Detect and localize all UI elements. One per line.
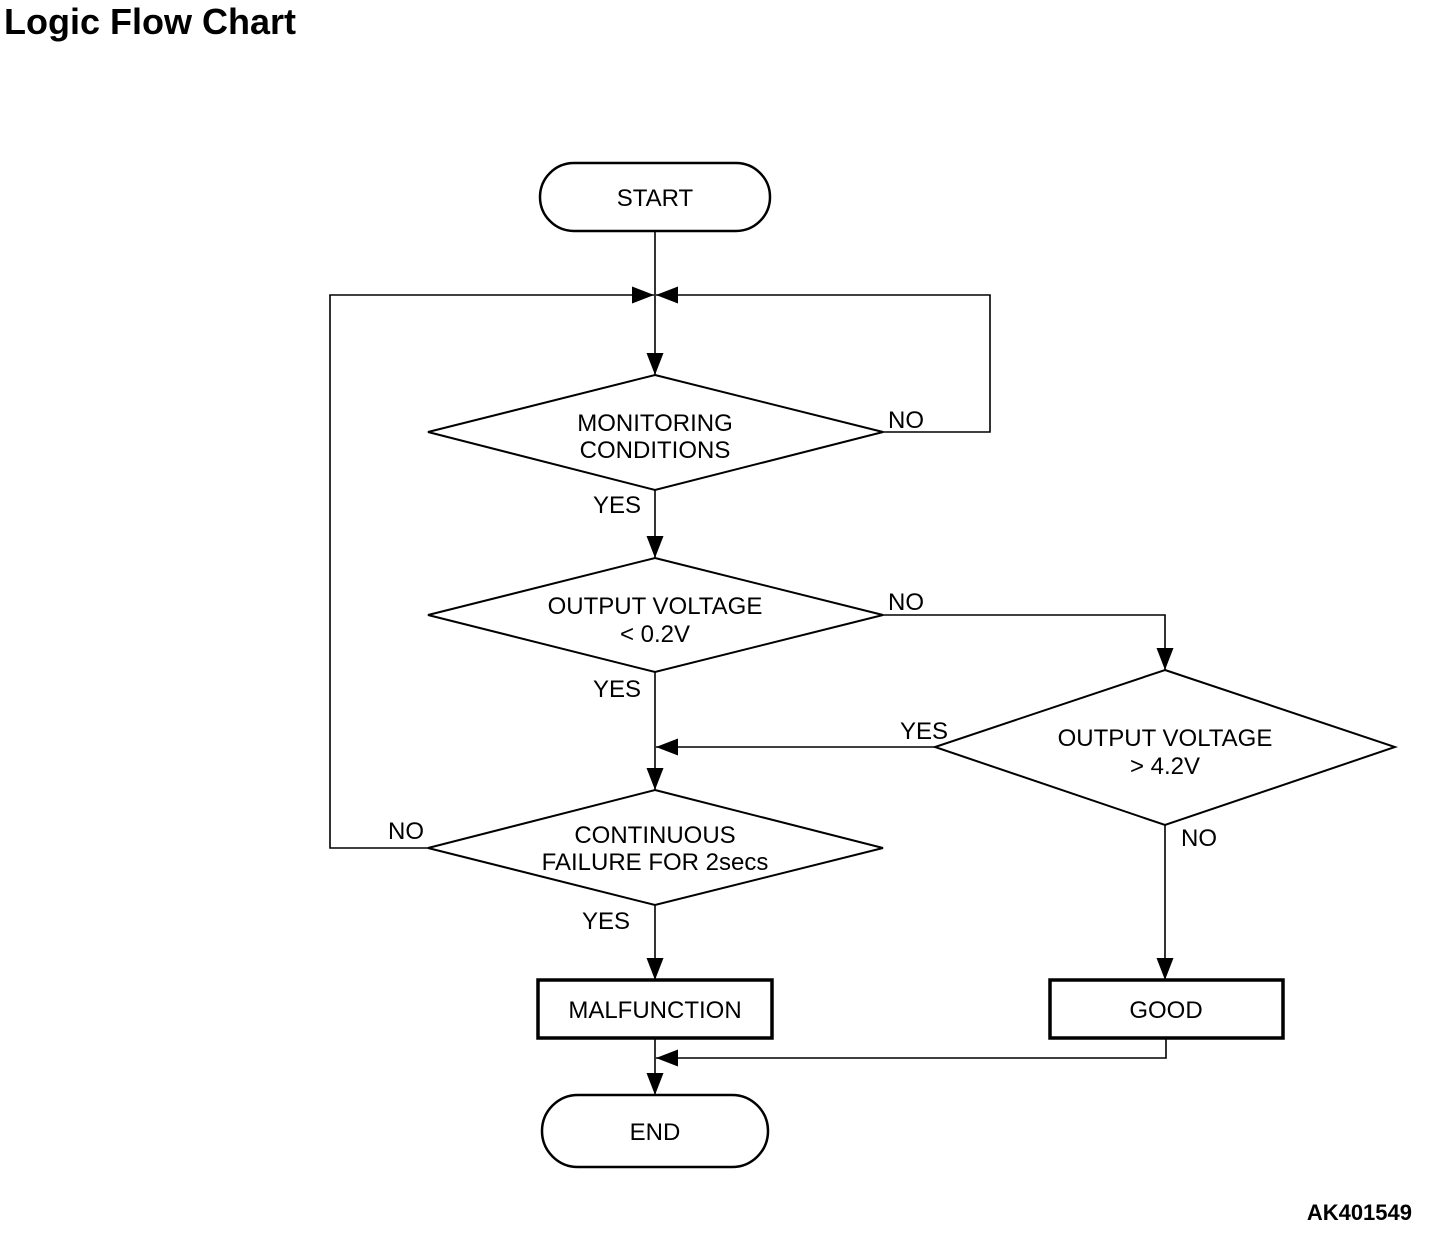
edge-label-output-low-no: NO xyxy=(888,589,924,616)
start-terminator-shape xyxy=(538,161,772,233)
output-low-decision-shape xyxy=(427,556,884,674)
continuous-failure-label-line2: FAILURE FOR 2secs xyxy=(542,849,769,876)
node-monitoring-conditions: MONITORING CONDITIONS xyxy=(427,373,884,492)
output-high-decision-shape xyxy=(931,668,1399,827)
monitoring-decision-shape xyxy=(427,373,884,492)
node-output-voltage-high: OUTPUT VOLTAGE > 4.2V xyxy=(931,668,1399,827)
monitoring-label-line2: CONDITIONS xyxy=(580,437,731,464)
node-continuous-failure: CONTINUOUS FAILURE FOR 2secs xyxy=(427,788,884,907)
malfunction-process-shape xyxy=(536,978,774,1040)
continuous-failure-decision-shape xyxy=(427,788,884,907)
edge-label-monitoring-yes: YES xyxy=(593,492,641,519)
continuous-failure-label-line1: CONTINUOUS xyxy=(574,822,735,849)
edge-good-to-end xyxy=(656,1038,1167,1067)
start-label: START xyxy=(617,185,694,212)
page-title: Logic Flow Chart xyxy=(4,1,296,42)
output-low-label-line1: OUTPUT VOLTAGE xyxy=(548,593,763,620)
malfunction-label: MALFUNCTION xyxy=(568,997,741,1024)
node-output-voltage-low: OUTPUT VOLTAGE < 0.2V xyxy=(427,556,884,674)
output-high-label-line1: OUTPUT VOLTAGE xyxy=(1058,725,1273,752)
edge-label-monitoring-no: NO xyxy=(888,407,924,434)
edge-label-output-low-yes: YES xyxy=(593,676,641,703)
edge-label-continuous-no: NO xyxy=(388,818,424,845)
figure-code: AK401549 xyxy=(1307,1200,1412,1225)
node-good: GOOD xyxy=(1048,978,1285,1040)
edge-label-output-high-no: NO xyxy=(1181,825,1217,852)
output-high-label-line2: > 4.2V xyxy=(1130,753,1200,780)
end-terminator-shape xyxy=(540,1093,770,1169)
edge-monitoring-no-loop xyxy=(656,286,991,433)
node-malfunction: MALFUNCTION xyxy=(536,978,774,1040)
good-label: GOOD xyxy=(1129,997,1202,1024)
node-end: END xyxy=(540,1093,770,1169)
output-low-label-line2: < 0.2V xyxy=(620,621,690,648)
edge-label-output-high-yes: YES xyxy=(900,718,948,745)
monitoring-label-line1: MONITORING xyxy=(577,410,733,437)
end-label: END xyxy=(630,1119,681,1146)
edge-continuous-no-loop xyxy=(329,286,654,849)
flow-edge-labels: NO YES NO YES YES NO NO YES xyxy=(388,407,1217,935)
edge-label-continuous-yes: YES xyxy=(582,908,630,935)
edge-output-low-no xyxy=(883,614,1174,670)
node-start: START xyxy=(538,161,772,233)
flow-connectors xyxy=(329,231,1174,1095)
good-process-shape xyxy=(1048,978,1285,1040)
